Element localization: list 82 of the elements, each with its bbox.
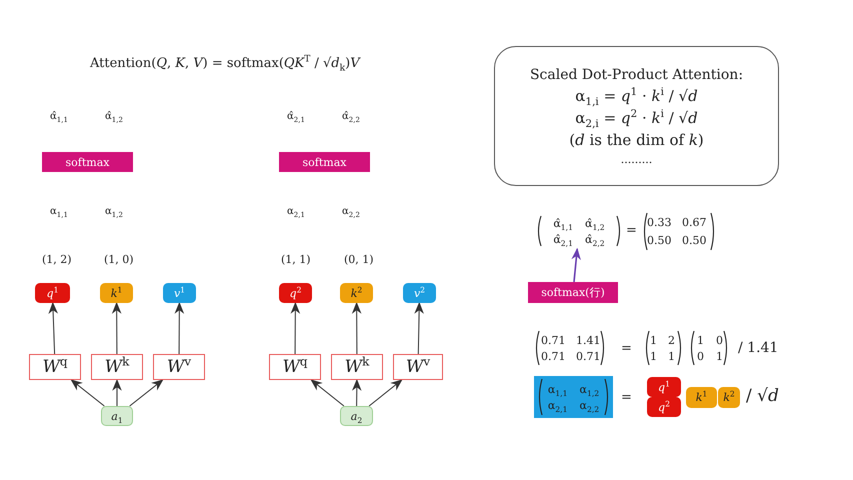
weight-box: W$^{k}$ [331, 354, 383, 380]
matrix-entry: 1 [650, 335, 657, 346]
vector-text: (1, 0) [104, 254, 134, 265]
softmax-bar: softmax [42, 152, 133, 172]
query-tag: q$^{2}$ [647, 397, 681, 417]
input-tag: a$_{1}$ [101, 406, 133, 426]
title-text: Scaled Dot-Product Attention: [530, 66, 744, 82]
formula-text: Attention(Q, K, V) = softmax(QK$^{T}$ / √d$_{k}$)V [90, 57, 360, 70]
math-symbol: α$_{2,2}$ [342, 207, 360, 217]
math-symbol: α̂$_{2,2}$ [342, 112, 360, 122]
arrow [70, 379, 105, 406]
math-symbol: α̂$_{1,2}$ [105, 112, 123, 122]
matrix-entry: α$_{1,1}$ [548, 382, 568, 396]
softmax-bar: softmax [279, 152, 370, 172]
arrow [290, 302, 300, 354]
math-symbol: α$_{1,2}$ [105, 207, 123, 217]
division-text: / √d [746, 388, 779, 405]
arrow [414, 302, 424, 354]
matrix-entry: 1 [668, 351, 675, 362]
math-symbol: α$_{1,1}$ [50, 207, 68, 217]
weight-box: W$^{v}$ [153, 354, 205, 380]
matrix-entry: 0.33 [647, 217, 672, 228]
matrix-entry: 1 [650, 351, 657, 362]
arrow [112, 378, 122, 406]
key-tag: k$^{2}$ [340, 283, 373, 303]
vector-text: (1, 1) [281, 254, 311, 265]
note-text: (d is the dim of k) [569, 130, 704, 148]
ellipsis-text: ......... [620, 152, 652, 166]
arrow [571, 248, 581, 282]
key-tag: k$^{2}$ [718, 387, 740, 408]
value-tag: v$^{2}$ [403, 283, 436, 303]
equals-sign: = [621, 391, 632, 404]
key-tag: k$^{1}$ [100, 283, 133, 303]
query-tag: q$^{1}$ [647, 377, 681, 397]
matrix-entry: 2 [668, 335, 675, 346]
matrix-entry: α̂$_{2,2}$ [585, 232, 605, 246]
arrow [129, 379, 164, 406]
matrix-entry: 0.67 [682, 217, 706, 228]
matrix-entry: 0.71 [541, 351, 566, 362]
matrix-entry: 0.50 [682, 235, 706, 246]
arrow [310, 379, 344, 406]
arrow [112, 302, 122, 354]
arrow [368, 379, 403, 406]
softmax-bar: softmax(行) [528, 282, 618, 303]
matrix-entry: α$_{2,2}$ [580, 398, 600, 412]
weight-box: W$^{q}$ [29, 354, 81, 380]
matrix-entry: 1 [716, 351, 723, 362]
formula-text: α$_{2,i}$ = q$^{2}$ · k$^{i}$ / √d [575, 108, 698, 126]
note-card [494, 46, 779, 186]
weight-box: W$^{v}$ [393, 354, 443, 380]
math-symbol: α̂$_{1,1}$ [50, 112, 68, 122]
matrix-entry: 0 [716, 335, 723, 346]
equals-sign: = [621, 342, 632, 355]
weight-box: W$^{k}$ [91, 354, 143, 380]
matrix-entry: 0 [697, 351, 704, 362]
formula-text: α$_{1,i}$ = q$^{1}$ · k$^{i}$ / √d [575, 86, 698, 104]
vector-text: (0, 1) [344, 254, 374, 265]
arrow [352, 302, 362, 354]
matrix-entry: α̂$_{2,1}$ [553, 232, 573, 246]
matrix-entry: α̂$_{1,2}$ [585, 216, 605, 230]
equals-sign: = [626, 224, 637, 237]
math-symbol: α̂$_{2,1}$ [287, 112, 305, 122]
key-tag: k$^{1}$ [686, 387, 717, 408]
matrix-entry: 0.71 [576, 351, 600, 362]
matrix-entry: α$_{2,1}$ [548, 398, 568, 412]
matrix-entry: α̂$_{1,1}$ [553, 216, 573, 230]
arrow [48, 302, 58, 354]
vector-text: (1, 2) [42, 254, 72, 265]
value-tag: v$^{1}$ [163, 283, 196, 303]
matrix-entry: 0.71 [541, 335, 566, 346]
query-tag: q$^{1}$ [35, 283, 70, 303]
matrix-entry: 0.50 [647, 235, 672, 246]
division-text: / 1.41 [738, 341, 778, 355]
math-symbol: α$_{2,1}$ [287, 207, 305, 217]
query-tag: q$^{2}$ [279, 283, 312, 303]
input-tag: a$_{2}$ [340, 406, 373, 426]
matrix-entry: 1.41 [576, 335, 600, 346]
arrow [174, 302, 184, 354]
matrix-entry: 1 [697, 335, 704, 346]
weight-box: W$^{q}$ [269, 354, 321, 380]
matrix-entry: α$_{1,2}$ [580, 382, 600, 396]
arrow [352, 378, 362, 406]
